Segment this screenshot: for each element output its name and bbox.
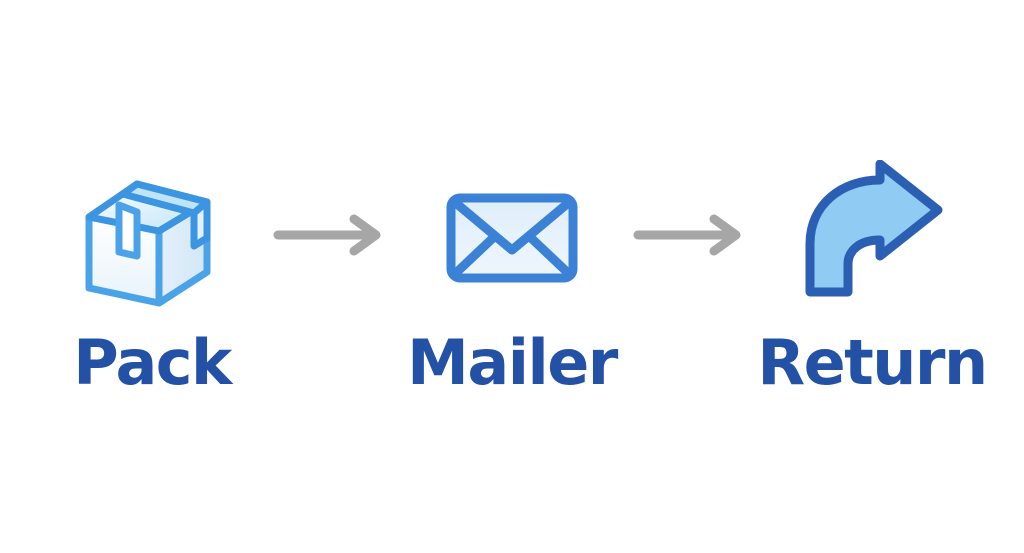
- flow-connector-1: [267, 213, 397, 257]
- flow-step-label: Return: [757, 325, 988, 399]
- arrow-right-icon: [273, 214, 381, 255]
- open-box-icon: [67, 160, 237, 310]
- flow-step-mailer: Mailer: [397, 160, 627, 394]
- flow-step-pack: Pack: [37, 160, 267, 394]
- flow-step-return: Return: [757, 159, 988, 399]
- flow-step-label: Pack: [73, 325, 232, 399]
- return-arrow-icon: [792, 159, 952, 310]
- flow-step-label: Mailer: [407, 325, 618, 399]
- envelope-icon: [437, 160, 587, 310]
- arrow-right-icon: [633, 214, 741, 255]
- flow-connector-2: [627, 213, 757, 257]
